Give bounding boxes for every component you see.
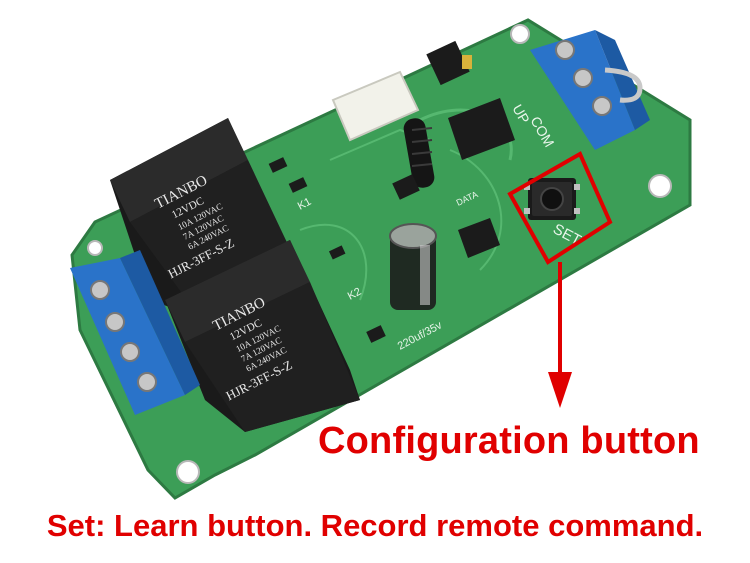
mounting-hole [648, 174, 672, 198]
silkscreen-k1: K1 [296, 196, 314, 213]
mounting-hole [87, 240, 103, 256]
antenna-coil [403, 118, 435, 188]
tactile-button-icon[interactable] [524, 178, 580, 220]
electrolytic-capacitor [389, 223, 437, 310]
arrow-down-icon [548, 262, 572, 408]
relay-2: TIANBO 12VDC 10A 120VAC 7A 120VAC 6A 240… [165, 240, 360, 432]
mounting-hole [176, 460, 200, 484]
ic-chip [458, 218, 500, 258]
smd-component [366, 325, 386, 343]
silkscreen-k2: K2 [346, 286, 364, 303]
mounting-hole [510, 24, 530, 44]
bottom-caption: Set: Learn button. Record remote command… [46, 508, 704, 543]
smd-component [328, 245, 346, 260]
terminal-block-icon [70, 250, 200, 415]
smd-component [268, 157, 288, 173]
jumper-header [426, 40, 472, 86]
highlight-box [507, 151, 613, 265]
terminal-block-icon [530, 30, 650, 150]
white-connector [331, 70, 420, 142]
ic-chip [448, 98, 515, 160]
smd-component [392, 174, 420, 200]
callout-label: Configuration button [318, 420, 700, 462]
smd-component [288, 177, 308, 193]
